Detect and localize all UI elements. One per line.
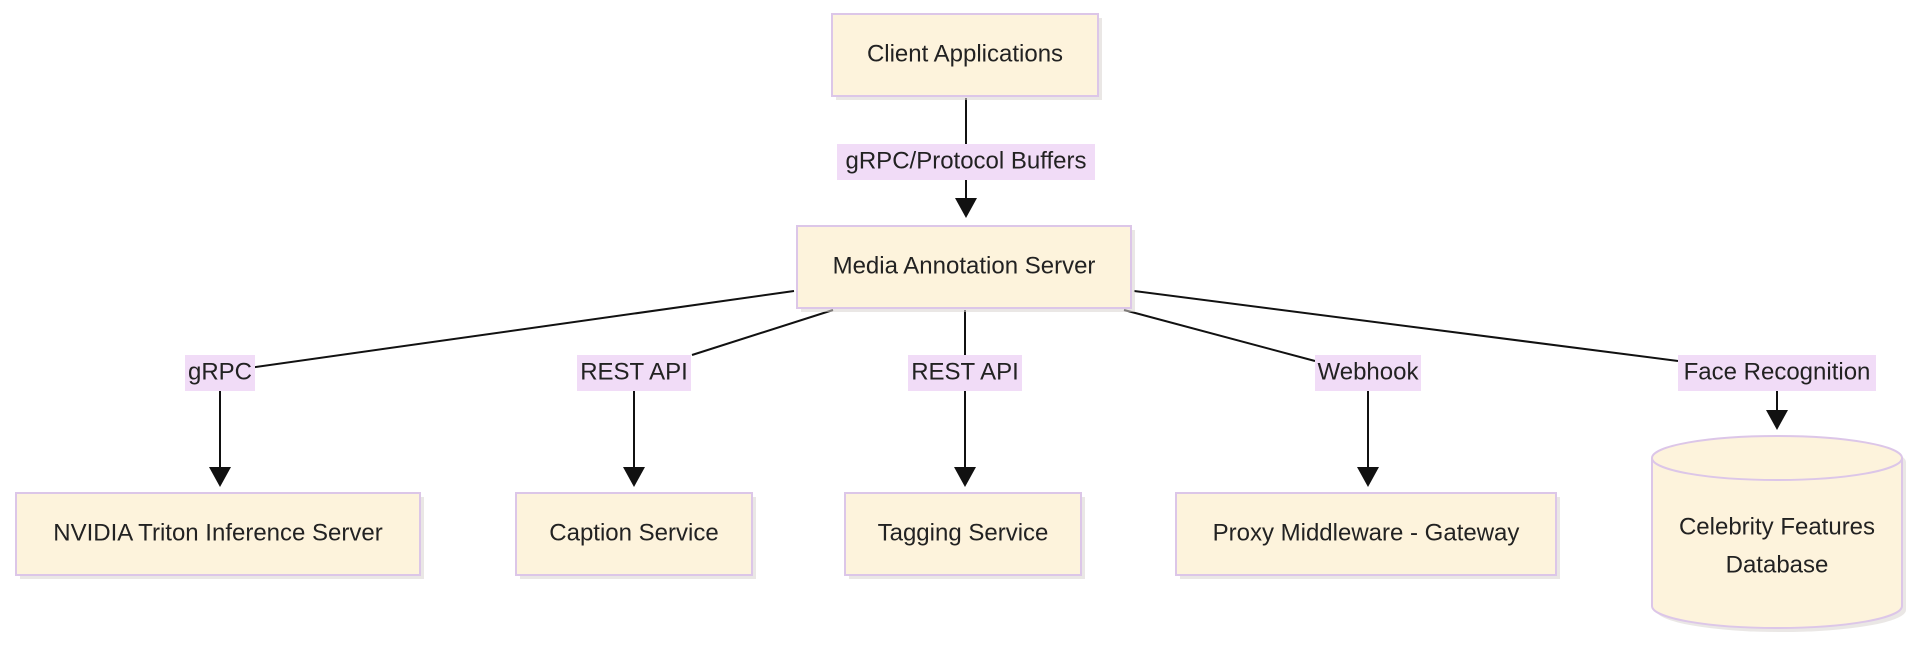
arrow-head [1766,410,1788,430]
node-caption-service: Caption Service [515,492,756,579]
edge-label-bg [837,144,1095,180]
node-label-line-2: Database [1726,551,1829,578]
edge-label-server-triton: gRPC [188,358,252,385]
edge-server-to-triton: gRPC [185,290,795,487]
node-nvidia-triton: NVIDIA Triton Inference Server [15,492,424,579]
arrow-head [1357,467,1379,487]
node-media-annotation-server: Media Annotation Server [796,225,1135,312]
node-label: Proxy Middleware - Gateway [1213,519,1520,546]
edge-label-server-caption: REST API [580,358,688,385]
edge-label-bg [1678,355,1876,391]
edge-server-to-tagging: REST API [908,310,1022,487]
edge-server-to-caption: REST API [577,309,834,487]
edge-label-bg [908,355,1022,391]
edge-label-server-celebrity: Face Recognition [1684,358,1871,385]
arrow-head [954,467,976,487]
edge-label-client-server: gRPC/Protocol Buffers [846,147,1087,174]
node-tagging-service: Tagging Service [844,492,1085,579]
arrow-head [955,198,977,218]
edge-server-to-celebrity-db: Face Recognition [1133,290,1876,430]
edge-label-bg [185,355,255,391]
edge-label-bg [577,355,691,391]
node-label: Caption Service [549,519,718,546]
database-icon [1651,435,1903,629]
edge-label-bg [1315,355,1421,391]
node-celebrity-features-database: Celebrity Features Database [1651,435,1906,632]
node-proxy-middleware-gateway: Proxy Middleware - Gateway [1175,492,1560,579]
node-label: NVIDIA Triton Inference Server [53,519,382,546]
node-client-applications: Client Applications [831,13,1102,100]
node-label: Media Annotation Server [833,252,1096,279]
edge-label-server-tagging: REST API [911,358,1019,385]
arrow-head [623,467,645,487]
edge-client-to-server: gRPC/Protocol Buffers [837,98,1095,218]
node-label: Client Applications [867,40,1063,67]
edge-label-server-proxy: Webhook [1318,358,1420,385]
edge-server-to-proxy: Webhook [1123,309,1421,487]
node-label-line-1: Celebrity Features [1679,513,1875,540]
node-label: Tagging Service [878,519,1049,546]
arrow-head [209,467,231,487]
